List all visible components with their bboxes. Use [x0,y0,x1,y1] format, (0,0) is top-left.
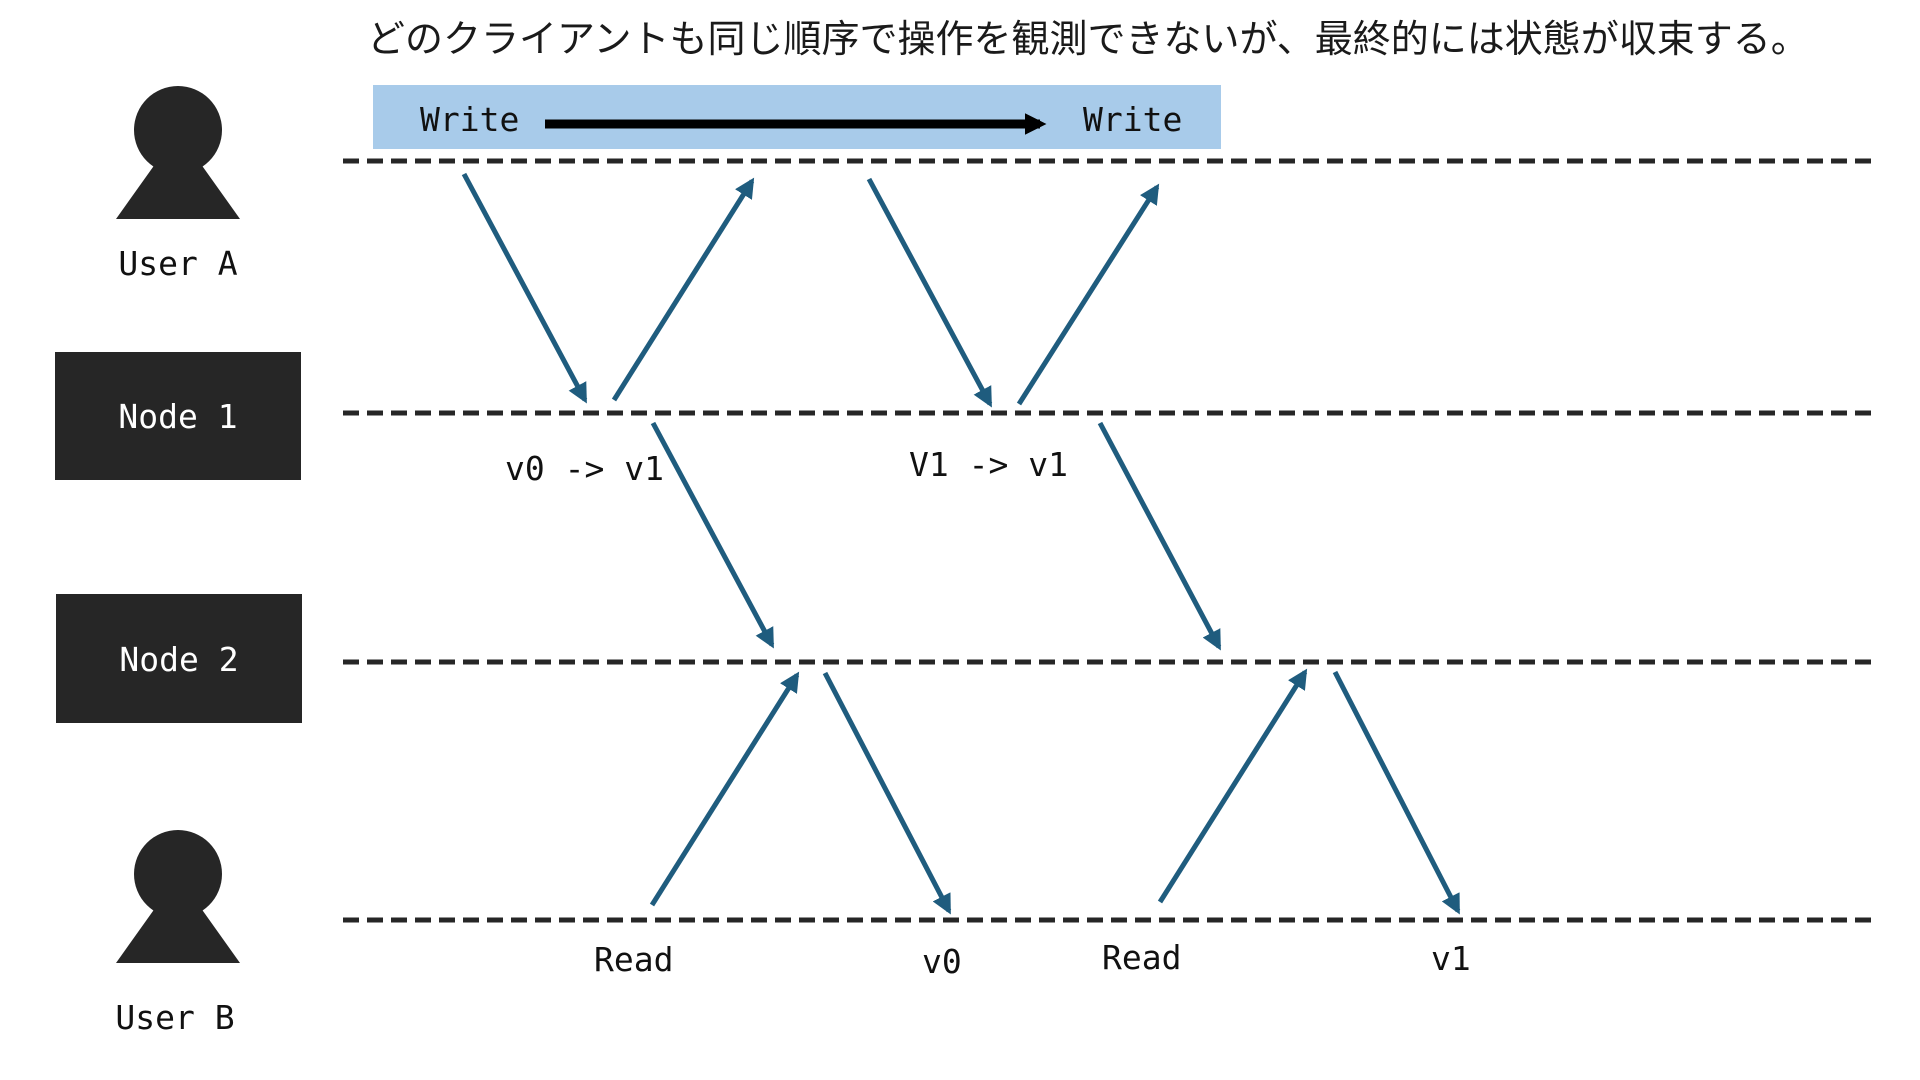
replication-arrow-2 [1097,421,1222,651]
read-response-arrow-1 [822,671,952,915]
write-label-start: Write [420,100,519,139]
user-b-label: User B [115,998,234,1037]
user-a-label: User A [118,244,237,283]
node-1-state-label-1: v0 -> v1 [505,449,664,488]
person-icon [116,830,240,963]
write-request-arrow-1 [461,172,588,404]
node-2-label: Node 2 [119,640,238,679]
node-2: Node 2 [56,594,302,723]
write-ack-arrow-2 [1016,183,1160,406]
write-banner-background [373,85,1221,149]
node-1-state-label-2: V1 -> v1 [909,445,1068,484]
read-request-arrow-1 [649,671,800,907]
node-1-box [55,352,301,480]
diagram-title: どのクライアントも同じ順序で操作を観測できないが、最終的には状態が収束する。 [367,17,1809,61]
write-request-arrow-2 [866,177,993,408]
read-result-label-1: v0 [922,942,962,981]
node-1-label: Node 1 [118,397,237,436]
user-b: User B [115,830,240,1037]
read-label-2: Read [1102,938,1181,977]
read-request-arrow-2 [1157,668,1308,904]
read-result-label-2: v1 [1431,939,1471,978]
read-response-arrow-2 [1332,670,1461,915]
write-ack-arrow-1 [611,177,755,402]
write-label-end: Write [1083,100,1182,139]
node-2-box [56,594,302,723]
read-label-1: Read [594,940,673,979]
node-1: Node 1 [55,352,301,480]
person-icon [116,86,240,219]
write-banner: Write Write [373,85,1221,149]
replication-arrow-1 [650,421,775,649]
user-a: User A [116,86,240,283]
